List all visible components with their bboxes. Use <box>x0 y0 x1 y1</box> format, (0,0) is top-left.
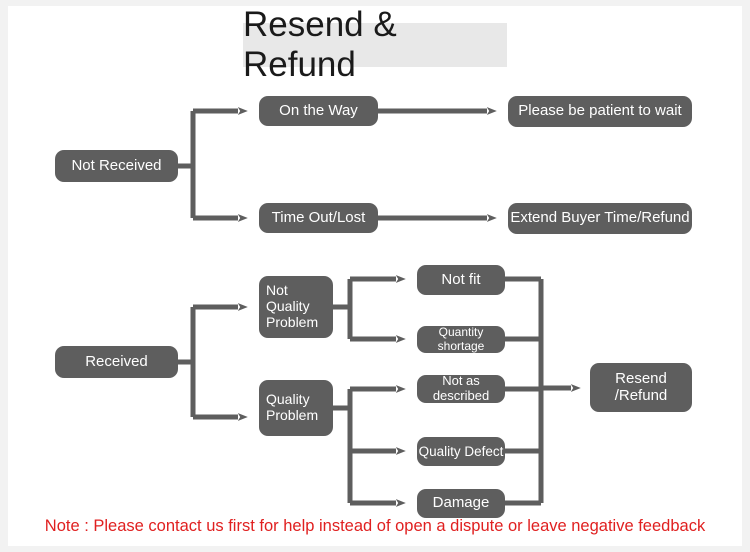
node-quality-defect[interactable]: Quality Defect <box>417 437 505 466</box>
node-quantity-shortage[interactable]: Quantity shortage <box>417 325 505 353</box>
node-resend-refund[interactable]: Resend /Refund <box>590 363 692 412</box>
node-not-quality-problem[interactable]: Not Quality Problem <box>259 276 333 338</box>
node-not-as-described[interactable]: Not as described <box>417 374 505 403</box>
node-on-the-way[interactable]: On the Way <box>259 96 378 126</box>
node-not-fit[interactable]: Not fit <box>417 265 505 295</box>
note-text: Note : Please contact us first for help … <box>44 517 706 535</box>
node-extend-buyer-time-refund[interactable]: Extend Buyer Time/Refund <box>508 203 692 234</box>
node-not-received[interactable]: Not Received <box>55 150 178 182</box>
node-time-out-lost[interactable]: Time Out/Lost <box>259 203 378 233</box>
node-quality-problem[interactable]: Quality Problem <box>259 380 333 436</box>
node-received[interactable]: Received <box>55 346 178 378</box>
node-damage[interactable]: Damage <box>417 489 505 518</box>
page-title: Resend & Refund <box>243 5 507 84</box>
node-please-be-patient[interactable]: Please be patient to wait <box>508 96 692 127</box>
